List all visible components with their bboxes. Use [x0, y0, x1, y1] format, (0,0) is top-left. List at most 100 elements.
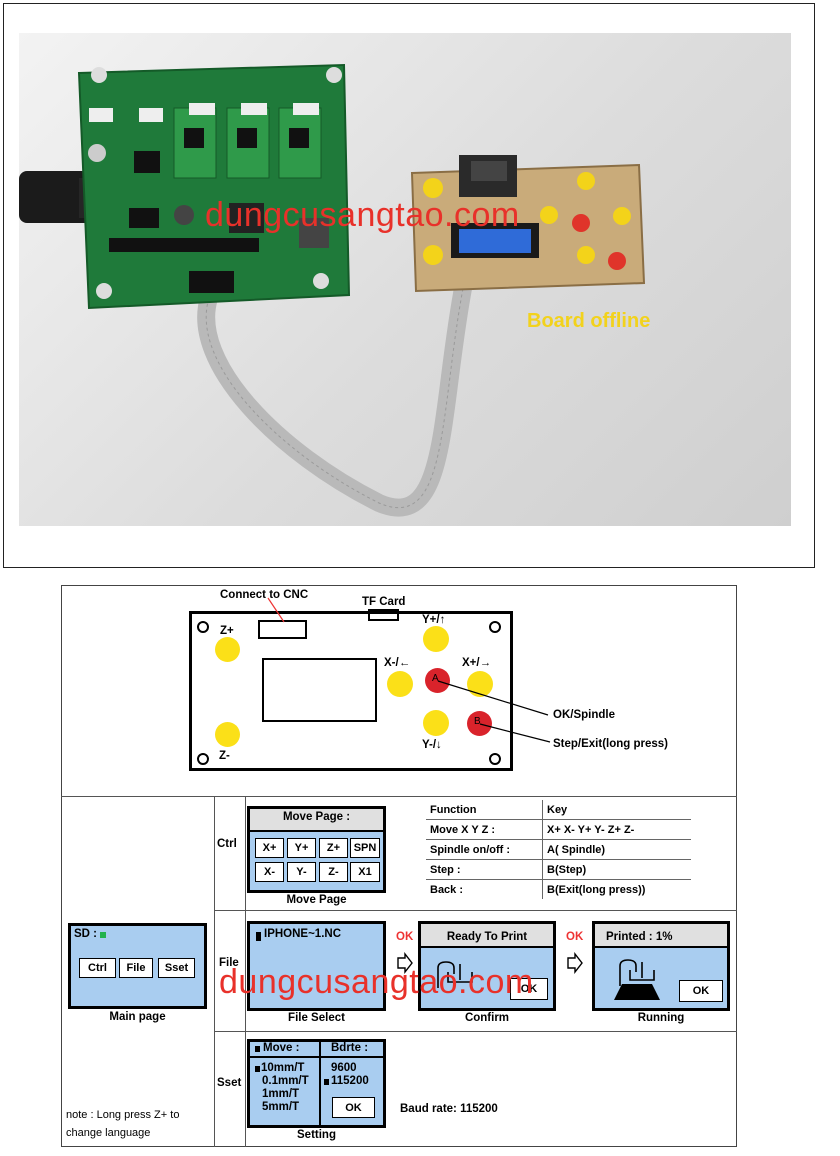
a-button-label: A — [432, 673, 439, 684]
bdrte-header: Bdrte : — [331, 1042, 369, 1054]
board-offline-label: Board offline — [527, 310, 651, 332]
ok-transition-label: OK — [396, 931, 414, 943]
controller-diagram — [61, 585, 737, 1147]
y-plus-button[interactable] — [423, 626, 449, 652]
table-cell: Back : — [426, 879, 543, 899]
button-pointer-lines — [437, 680, 551, 743]
screw-hole-icon — [489, 753, 501, 765]
y-minus-button[interactable] — [423, 710, 449, 736]
printed-progress-label: Printed : 1% — [606, 931, 673, 943]
language-note-line1: note : Long press Z+ to — [66, 1109, 180, 1121]
z-minus-button[interactable] — [215, 722, 240, 747]
main-file-button[interactable]: File — [119, 958, 153, 978]
x-minus-button[interactable] — [387, 671, 413, 697]
table-row: Back : B(Exit(long press)) — [426, 879, 691, 899]
arrow-right-icon — [567, 952, 583, 974]
table-cell: Key — [542, 800, 691, 820]
baud-rate-note: Baud rate: 115200 — [400, 1103, 498, 1115]
a-spindle-button[interactable] — [425, 668, 450, 693]
main-sset-button[interactable]: Sset — [158, 958, 195, 978]
z-minus-label: Z- — [219, 750, 230, 762]
photo-frame — [3, 3, 815, 568]
file-select-screen — [247, 921, 386, 1011]
baud-option[interactable]: 9600 — [331, 1062, 357, 1074]
tf-card-label: TF Card — [362, 596, 406, 608]
ready-to-print-title: Ready To Print — [446, 931, 528, 943]
connect-to-cnc-label: Connect to CNC — [220, 589, 309, 601]
tf-card-slot — [368, 609, 399, 621]
table-row: Step :B(Step) — [426, 859, 691, 880]
setting-screen — [247, 1039, 386, 1128]
b-button-label: B — [474, 716, 481, 727]
main-ctrl-button[interactable]: Ctrl — [79, 958, 116, 978]
board-photo-illustration — [19, 63, 646, 517]
running-ok-button[interactable]: OK — [679, 980, 723, 1002]
grid-divider — [61, 796, 737, 797]
language-note-line2: change language — [66, 1127, 151, 1139]
key-z-minus[interactable]: Z- — [319, 862, 348, 882]
table-cell: A( Spindle) — [542, 839, 691, 860]
ok-spindle-label: OK/Spindle — [553, 709, 615, 721]
x-plus-button[interactable] — [467, 671, 493, 697]
move-page-title: Move Page : — [282, 811, 351, 823]
key-x-plus[interactable]: X+ — [255, 838, 284, 858]
sd-status-label: SD : — [74, 928, 97, 940]
y-plus-label: Y+/↑ — [422, 614, 446, 626]
key-z-plus[interactable]: Z+ — [319, 838, 348, 858]
file-row-label: File — [219, 957, 239, 969]
move-option[interactable]: 1mm/T — [262, 1088, 300, 1100]
grid-divider — [214, 1031, 737, 1032]
move-header: Move : — [263, 1042, 300, 1054]
arrow-right-icon — [397, 952, 413, 974]
ok-transition-label: OK — [566, 931, 584, 943]
z-plus-button[interactable] — [215, 637, 240, 662]
connect-pointer-line — [267, 597, 285, 623]
key-y-plus[interactable]: Y+ — [287, 838, 316, 858]
printer-icon — [437, 961, 473, 988]
key-x-minus[interactable]: X- — [255, 862, 284, 882]
lcd-window — [262, 658, 377, 722]
move-page-caption: Move Page — [286, 894, 347, 906]
cursor-icon — [255, 1046, 260, 1052]
sd-status-icon — [100, 932, 106, 938]
grid-divider — [245, 796, 246, 1147]
cnc-connector — [258, 620, 307, 639]
cursor-icon — [324, 1079, 329, 1085]
confirm-ok-button[interactable]: OK — [510, 978, 548, 1000]
screw-hole-icon — [197, 621, 209, 633]
sset-row-label: Sset — [217, 1077, 242, 1089]
table-cell: Spindle on/off : — [426, 839, 543, 860]
table-cell: B(Exit(long press)) — [547, 883, 646, 896]
baud-option[interactable]: 115200 — [331, 1075, 369, 1087]
printer-running-icon — [614, 959, 660, 1000]
setting-caption: Setting — [297, 1129, 336, 1141]
file-name[interactable]: IPHONE~1.NC — [264, 928, 342, 940]
table-row: Move X Y Z :X+ X- Y+ Y- Z+ Z- — [426, 819, 691, 840]
x-minus-label: X-/← — [384, 657, 411, 669]
setting-ok-button[interactable]: OK — [332, 1097, 375, 1118]
step-exit-label: Step/Exit(long press) — [553, 738, 669, 750]
table-cell: X+ X- Y+ Y- Z+ Z- — [542, 819, 691, 840]
move-option[interactable]: 5mm/T — [262, 1101, 300, 1113]
cursor-icon — [255, 1066, 260, 1072]
key-y-minus[interactable]: Y- — [287, 862, 316, 882]
running-caption: Running — [637, 1012, 685, 1024]
b-step-button[interactable] — [467, 711, 492, 736]
screw-hole-icon — [489, 621, 501, 633]
screw-hole-icon — [197, 753, 209, 765]
confirm-caption: Confirm — [464, 1012, 510, 1024]
table-row: Spindle on/off :A( Spindle) — [426, 839, 691, 860]
photo-watermark: dungcusangtao.com — [205, 196, 520, 234]
file-select-caption: File Select — [288, 1012, 345, 1024]
move-option[interactable]: 0.1mm/T — [262, 1075, 309, 1087]
table-cell: Function — [426, 800, 543, 820]
move-option[interactable]: 10mm/T — [261, 1062, 305, 1074]
controller-board-outline — [189, 611, 513, 771]
key-spindle[interactable]: SPN — [350, 838, 380, 858]
table-cell: Move X Y Z : — [426, 819, 543, 840]
ctrl-row-label: Ctrl — [217, 838, 237, 850]
board-photo — [19, 33, 791, 526]
key-step-x1[interactable]: X1 — [350, 862, 380, 882]
